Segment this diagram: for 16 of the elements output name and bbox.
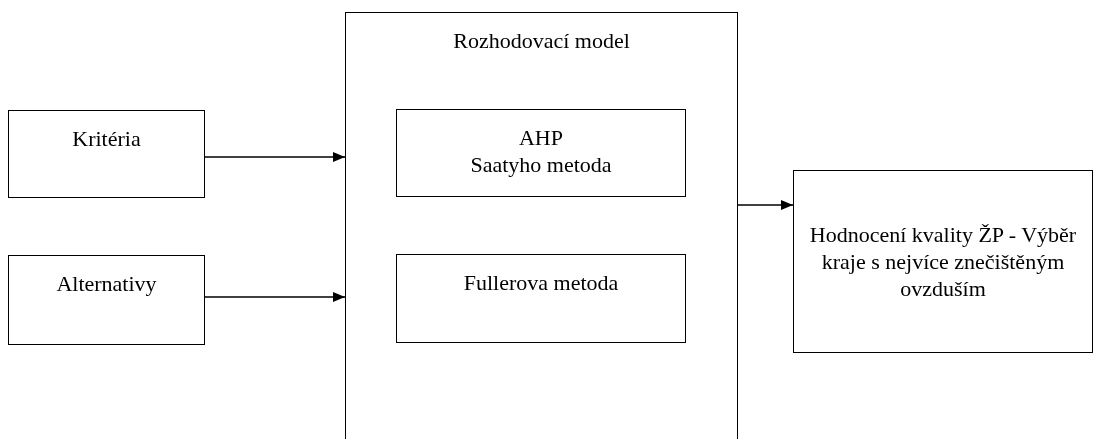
process-box bbox=[793, 170, 1093, 353]
box-label: Rozhodovací model bbox=[453, 27, 630, 54]
process-box bbox=[396, 254, 686, 343]
box-label: AHP bbox=[519, 124, 563, 151]
process-box bbox=[396, 109, 686, 197]
box-label: Saatyho metoda bbox=[470, 151, 612, 178]
box-label: Fullerova metoda bbox=[463, 269, 619, 296]
box-label: Kritéria bbox=[72, 125, 141, 152]
box-label: Hodnocení kvality ŽP - Výběr kraje s nejvíce znečištěným ovzduším bbox=[808, 221, 1078, 302]
process-box bbox=[345, 12, 738, 439]
process-box bbox=[8, 110, 205, 198]
arrow bbox=[737, 200, 794, 210]
arrow bbox=[204, 152, 346, 162]
process-box bbox=[8, 255, 205, 345]
box-label: Alternativy bbox=[56, 270, 157, 297]
arrow bbox=[204, 292, 346, 302]
